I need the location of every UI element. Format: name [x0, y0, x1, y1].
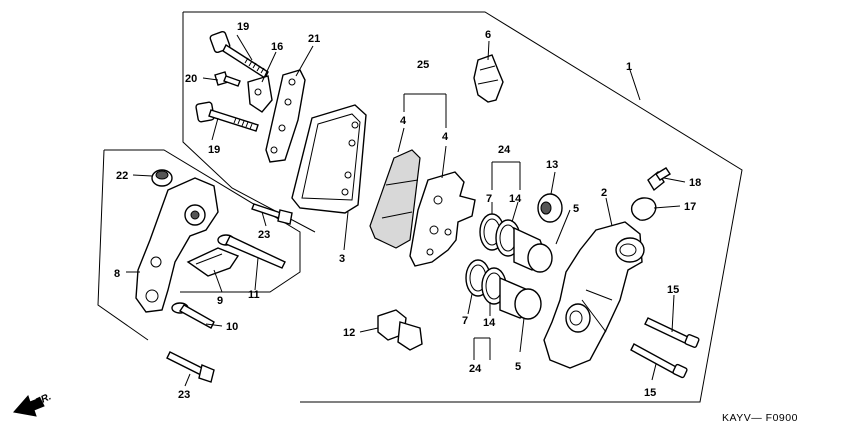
- callout-8: 8: [114, 268, 120, 280]
- callout-22: 22: [116, 170, 128, 182]
- callout-14: 14: [483, 317, 496, 329]
- bleeder-cap-17: [630, 197, 657, 221]
- callout-4: 4: [400, 115, 407, 127]
- bracket-group-outline: [97, 149, 301, 341]
- callout-19: 19: [208, 144, 220, 156]
- caliper-body-2: [543, 221, 645, 369]
- callout-13: 13: [546, 159, 558, 171]
- callout-5: 5: [515, 361, 521, 373]
- pin-11: [217, 234, 286, 269]
- callout-23: 23: [258, 229, 270, 241]
- bolt-19-lower: [195, 101, 259, 132]
- pin-10: [171, 302, 215, 329]
- callout-25: 25: [417, 59, 429, 71]
- retainer-plate-16: [247, 75, 273, 113]
- cap-22: [151, 169, 173, 187]
- front-direction-label: FR.: [34, 391, 53, 408]
- callout-4: 4: [442, 131, 449, 143]
- callout-24: 24: [469, 363, 482, 375]
- piston-5-upper: [513, 226, 553, 273]
- callout-18: 18: [689, 177, 701, 189]
- dust-cap-13: [537, 193, 563, 223]
- callout-7: 7: [462, 315, 468, 327]
- piston-5-lower: [499, 276, 542, 320]
- callout-3: 3: [339, 253, 345, 265]
- brake-pad-4-outer: [369, 149, 421, 249]
- clip-9: [186, 247, 240, 277]
- callout-16: 16: [271, 41, 283, 53]
- callout-14: 14: [509, 193, 522, 205]
- callout-6: 6: [485, 29, 491, 41]
- callout-20: 20: [185, 73, 197, 85]
- callout-15: 15: [644, 387, 656, 399]
- callout-1: 1: [626, 61, 632, 73]
- bolt-23-upper: [251, 203, 293, 225]
- callout-labels: 19 16 21 20 19 25 4 4 6 1 22 3 23 24 7 1…: [114, 21, 701, 401]
- callout-5: 5: [573, 203, 579, 215]
- pad-spring-3: [291, 104, 367, 214]
- bolt-23-lower: [166, 351, 215, 383]
- callout-12: 12: [343, 327, 355, 339]
- callout-17: 17: [684, 201, 696, 213]
- callout-9: 9: [217, 295, 223, 307]
- callout-19: 19: [237, 21, 249, 33]
- callout-10: 10: [226, 321, 238, 333]
- callout-7: 7: [486, 193, 492, 205]
- pad-clip-6: [473, 54, 504, 103]
- caliper-bracket-8: [135, 177, 219, 313]
- drawing-code: KAYV— F0900: [722, 412, 798, 424]
- callout-24: 24: [498, 144, 511, 156]
- callout-11: 11: [248, 289, 260, 301]
- callout-23: 23: [178, 389, 190, 401]
- pin-15-upper: [644, 317, 700, 348]
- banjo-bolt-12: [377, 309, 423, 351]
- pin-15-lower: [630, 343, 688, 379]
- bleeder-18: [647, 167, 671, 192]
- leader-lines: [126, 34, 686, 387]
- brake-pad-4-inner: [409, 171, 476, 267]
- front-direction-arrow: FR.: [13, 391, 53, 417]
- callout-21: 21: [308, 33, 320, 45]
- bolt-20: [214, 71, 241, 87]
- shim-plate-21: [265, 69, 306, 163]
- callout-2: 2: [601, 187, 607, 199]
- callout-15: 15: [667, 284, 679, 296]
